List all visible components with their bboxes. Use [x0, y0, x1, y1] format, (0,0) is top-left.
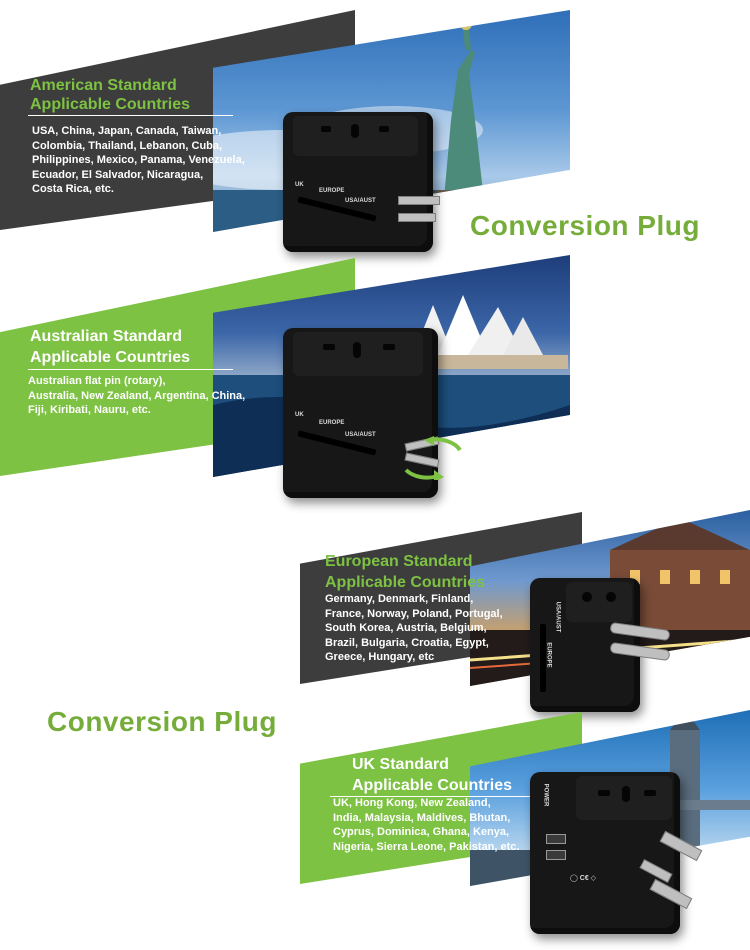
australian-title-line1: Australian Standard — [30, 328, 183, 345]
country-line: Cyprus, Dominica, Ghana, Kenya, — [333, 826, 510, 838]
country-line: Australian flat pin (rotary), — [28, 375, 166, 387]
usa-prong — [398, 196, 440, 205]
label-uk: UK — [295, 182, 304, 188]
label-usa-aust: USA/AUST — [345, 198, 376, 204]
socket-hole — [383, 344, 395, 350]
country-line: India, Malaysia, Maldives, Bhutan, — [333, 811, 511, 824]
socket-hole — [323, 344, 335, 350]
adapter-socket-face — [566, 582, 632, 622]
label-uk: UK — [295, 412, 304, 418]
usb-port — [546, 850, 566, 860]
american-countries: USA, China, Japan, Canada, Taiwan, Colom… — [32, 124, 245, 197]
european-title-line2: Applicable Countries — [325, 574, 486, 591]
australian-title-rule — [28, 369, 233, 370]
country-line: Australia, New Zealand, Argentina, China… — [28, 389, 246, 402]
selector-slider-track — [540, 624, 546, 692]
usa-prong — [398, 213, 436, 222]
country-line: Ecuador, El Salvador, Nicaragua, — [32, 168, 204, 181]
conversion-plug-title-bottom: Conversion Plug — [47, 706, 277, 737]
usb-port — [546, 834, 566, 844]
socket-hole — [598, 790, 610, 796]
uk-title-rule — [330, 796, 530, 797]
label-europe: EUROPE — [545, 642, 552, 668]
uk-title-line2: Applicable Countries — [352, 777, 513, 794]
country-line: Germany, Denmark, Finland, — [325, 593, 474, 605]
american-title-rule — [28, 115, 233, 116]
country-line: Greece, Hungary, etc — [325, 651, 435, 663]
socket-hole — [321, 126, 331, 132]
socket-hole — [379, 126, 389, 132]
country-line: Brazil, Bulgaria, Croatia, Egypt, — [325, 636, 489, 649]
label-usa-aust: USA/AUST — [345, 432, 376, 438]
socket-hole — [353, 342, 361, 358]
country-line: France, Norway, Poland, Portugal, — [325, 607, 503, 620]
country-line: Philippines, Mexico, Panama, Venezuela, — [32, 154, 245, 166]
country-line: USA, China, Japan, Canada, Taiwan, — [32, 125, 222, 137]
socket-hole — [622, 786, 630, 802]
australian-countries: Australian flat pin (rotary), Australia,… — [28, 374, 245, 418]
adapter-australian-plug: UK EUROPE USA/AUST — [283, 328, 438, 498]
european-countries: Germany, Denmark, Finland, France, Norwa… — [325, 592, 503, 665]
country-line: Colombia, Thailand, Lebanon, Cuba, — [32, 139, 223, 152]
socket-hole — [351, 124, 359, 138]
socket-hole — [606, 592, 616, 602]
american-title-line2: Applicable Countries — [30, 96, 191, 113]
socket-hole — [644, 790, 656, 796]
country-line: South Korea, Austria, Belgium, — [325, 622, 487, 634]
label-europe: EUROPE — [319, 420, 345, 426]
rotate-arrows-icon — [404, 436, 462, 480]
adapter-usa-plug: UK EUROPE USA/AUST — [283, 112, 433, 252]
country-line: UK, Hong Kong, New Zealand, — [333, 797, 491, 809]
certification-marks-icon: ◯ C€ ◇ — [570, 875, 597, 882]
australian-title-line2: Applicable Countries — [30, 349, 191, 366]
label-usa-aust: USA/AUST — [554, 601, 561, 633]
label-europe: EUROPE — [319, 188, 345, 194]
american-title-line1: American Standard — [30, 77, 177, 94]
country-line: Costa Rica, etc. — [32, 183, 114, 195]
socket-hole — [582, 592, 592, 602]
uk-countries: UK, Hong Kong, New Zealand, India, Malay… — [333, 796, 519, 854]
european-title-line1: European Standard — [325, 553, 473, 570]
country-line: Fiji, Kiribati, Nauru, etc. — [28, 404, 151, 416]
conversion-plug-title-top: Conversion Plug — [470, 210, 700, 241]
uk-title-line1: UK Standard — [352, 756, 449, 773]
country-line: Nigeria, Sierra Leone, Pakistan, etc. — [333, 840, 520, 853]
adapter-uk-plug: POWER ◯ C€ ◇ — [530, 772, 680, 934]
label-power: POWER — [542, 783, 549, 807]
